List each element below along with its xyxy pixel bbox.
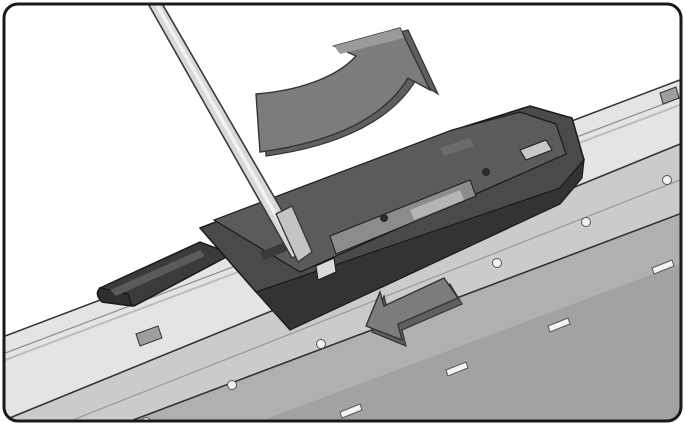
clip-channel-highlight xyxy=(410,190,464,220)
rail-slot xyxy=(339,403,363,419)
screwdriver-icon xyxy=(144,4,313,264)
clip-screw-hole xyxy=(380,214,388,222)
curved-rotate-arrow-icon xyxy=(255,27,440,157)
rail-slot xyxy=(445,361,469,377)
clip-ridge xyxy=(440,138,474,156)
rail-square-hole xyxy=(135,325,163,347)
rail-round-hole xyxy=(316,339,326,349)
screwdriver-shaft-highlight xyxy=(152,4,300,256)
rail-round-hole xyxy=(581,217,591,227)
clip-latch-opening xyxy=(315,257,337,281)
rail-slots xyxy=(339,259,675,419)
screwdriver-tip xyxy=(275,205,313,264)
rail-round-hole xyxy=(662,175,672,185)
rail-round-hole xyxy=(492,258,502,268)
rail-side-ridge xyxy=(59,177,681,421)
clip-tongue-hook xyxy=(96,287,134,307)
clip-tongue-highlight xyxy=(110,250,205,296)
rotate-arrow-face xyxy=(255,27,432,153)
rail-lower-shade xyxy=(250,262,681,421)
left-slide-arrow-icon xyxy=(365,277,463,348)
rotate-arrow-highlight xyxy=(334,28,404,54)
rail-slot xyxy=(651,259,675,275)
rail-round-hole xyxy=(227,380,237,390)
clip-screw-hole xyxy=(482,168,490,176)
rail-square-hole xyxy=(659,86,680,105)
slide-arrow-face xyxy=(365,277,460,342)
clip-end-slot xyxy=(519,139,553,161)
rail-slot xyxy=(547,317,571,333)
clip-front-wall xyxy=(254,158,585,331)
